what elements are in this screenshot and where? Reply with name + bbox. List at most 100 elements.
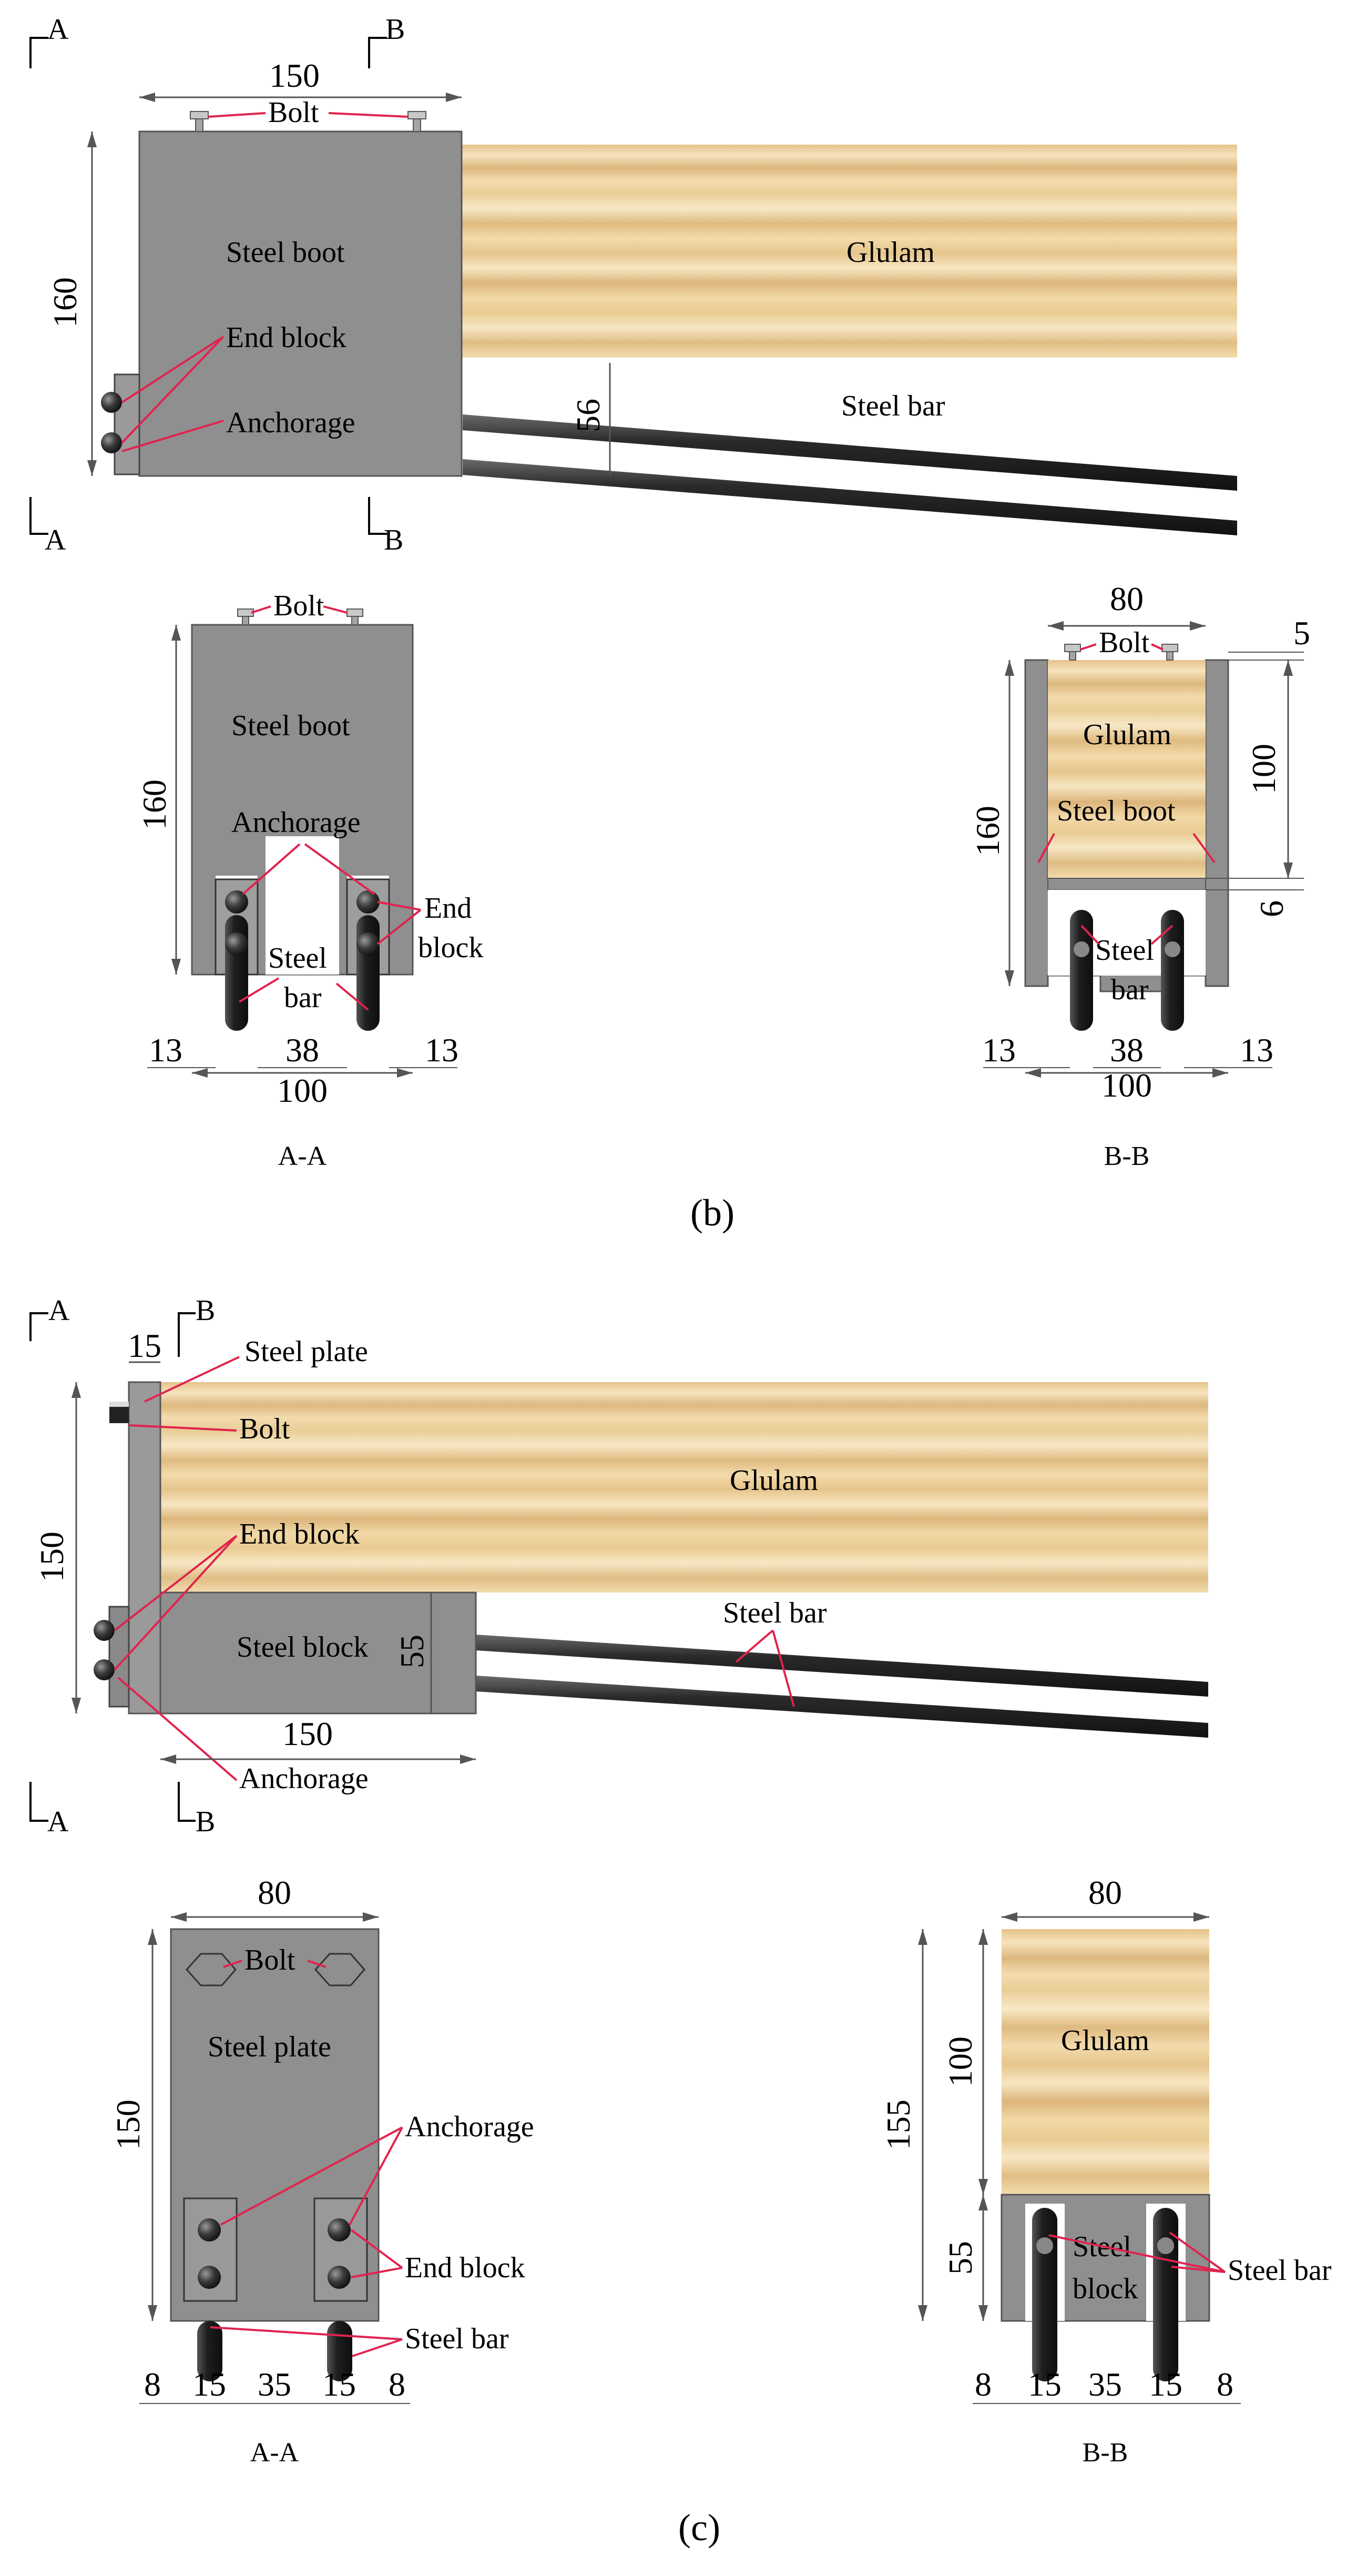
bolt-label: Bolt xyxy=(268,96,319,129)
bar-dot xyxy=(1165,941,1180,957)
bolt-shank xyxy=(351,616,359,625)
bolt-label: Bolt xyxy=(244,1944,295,1976)
glulam-section xyxy=(1048,660,1206,878)
anchorage-nut xyxy=(225,890,248,914)
steel-boot-label: Steel boot xyxy=(1057,795,1176,827)
dim-8-right: 8 xyxy=(389,2366,405,2403)
steel-bar-leaders xyxy=(735,1629,795,1707)
anchorage-label: Anchorage xyxy=(226,407,355,439)
anchorage-nut-lower xyxy=(101,432,122,453)
section-title: B-B xyxy=(1104,1141,1150,1171)
end-block xyxy=(108,1606,130,1708)
steel-bar-label-2: bar xyxy=(1111,973,1149,1006)
dim-55: 55 xyxy=(942,2241,979,2275)
steel-boot-label: Steel boot xyxy=(226,236,345,269)
section-c-bb-leaders xyxy=(1048,2232,1226,2273)
height-dim: 160 xyxy=(136,779,173,830)
width-dim: 150 xyxy=(269,57,320,94)
figure-c: A B A B Glulam Steel bar Steel block xyxy=(29,1294,1332,2549)
section-title: B-B xyxy=(1083,2438,1128,2468)
steel-block-label: Steel block xyxy=(237,1631,368,1664)
end-block-label: End block xyxy=(239,1518,360,1550)
svg-text:B: B xyxy=(385,13,405,46)
anchorage-nut xyxy=(328,2266,351,2289)
bar-dot xyxy=(1074,941,1089,957)
steel-bar-label: Steel bar xyxy=(405,2323,509,2355)
left-dim: 13 xyxy=(982,1031,1016,1069)
svg-text:B: B xyxy=(384,524,403,556)
bar-offset-dim: 56 xyxy=(569,399,607,432)
bolt-shank xyxy=(1166,651,1174,661)
steel-plate-label: Steel plate xyxy=(208,2031,331,2063)
bolt-shank xyxy=(1069,651,1076,661)
svg-text:A: A xyxy=(45,524,66,556)
steel-bar-label: Steel xyxy=(268,942,327,975)
steel-bars xyxy=(476,1635,1208,1738)
anchorage-nut xyxy=(225,932,248,956)
svg-text:A: A xyxy=(47,1806,69,1838)
anchorage-label: Anchorage xyxy=(405,2111,534,2143)
dim-100: 100 xyxy=(1245,744,1282,794)
steel-plate-label: Steel plate xyxy=(244,1335,368,1368)
steel-boot-label: Steel boot xyxy=(231,709,350,742)
section-title: A-A xyxy=(250,2438,299,2468)
glulam-beam xyxy=(462,145,1237,358)
caption-c: (c) xyxy=(678,2507,720,2549)
anchorage-label: Anchorage xyxy=(239,1762,369,1795)
steel-bars xyxy=(463,414,1237,535)
section-marker-b-bottom: B xyxy=(368,497,403,556)
section-marker-b-top: B xyxy=(178,1294,215,1357)
glulam-section xyxy=(1002,1929,1209,2195)
steel-plate xyxy=(128,1381,161,1715)
section-b-aa-leaders xyxy=(238,605,422,1011)
bolt-label: Bolt xyxy=(239,1413,290,1445)
dim-15-right: 15 xyxy=(322,2366,356,2403)
section-marker-b-top: B xyxy=(368,13,405,68)
dim-15-right: 15 xyxy=(1149,2366,1182,2403)
height-dim: 160 xyxy=(969,806,1006,856)
total-dim: 100 xyxy=(1101,1067,1152,1104)
dim-100: 100 xyxy=(942,2036,979,2087)
end-block-label: End block xyxy=(405,2252,525,2284)
bolt-shank xyxy=(242,616,249,625)
end-block-label: End block xyxy=(226,321,346,354)
end-block-label: End xyxy=(424,892,472,925)
total-dim: 100 xyxy=(277,1072,328,1109)
anchorage-nut xyxy=(356,932,380,956)
bolt-icon xyxy=(1161,644,1178,652)
bolt-hex-right-icon xyxy=(314,1953,365,1986)
bolt-right-icon xyxy=(407,111,426,132)
elevation-b-leaders xyxy=(121,336,225,452)
steel-bar-label: Steel bar xyxy=(841,390,945,422)
caption-b: (b) xyxy=(690,1192,734,1234)
steel-bar-label-2: bar xyxy=(284,981,322,1014)
block-height-dim: 55 xyxy=(393,1635,431,1668)
steel-boot-base xyxy=(1047,878,1206,890)
dim-15-left: 15 xyxy=(1028,2366,1062,2403)
steel-bar-left xyxy=(1032,2208,1057,2381)
bolt-label: Bolt xyxy=(273,590,324,622)
section-title: A-A xyxy=(278,1141,327,1171)
height-dim: 150 xyxy=(33,1532,70,1582)
height-dim: 150 xyxy=(109,2100,147,2150)
section-marker-a-top: A xyxy=(29,13,69,68)
end-block xyxy=(114,373,140,475)
dim-6: 6 xyxy=(1253,900,1290,917)
steel-bar-right xyxy=(1153,2208,1178,2381)
anchorage-nut-upper xyxy=(101,392,122,413)
bar-dot xyxy=(1036,2237,1053,2254)
steel-block-label-2: block xyxy=(1073,2273,1138,2305)
anchorage-nut xyxy=(198,2266,221,2289)
section-b-bb-leaders xyxy=(1037,643,1216,945)
bolt-leaders xyxy=(208,112,409,118)
bolt-icon xyxy=(346,608,363,617)
total-dim: 155 xyxy=(880,2100,917,2150)
section-b-bb: Bolt Glulam Steel boot Steel bar 80 160 xyxy=(969,580,1310,1171)
elevation-c-leaders xyxy=(114,1356,240,1781)
section-marker-a-bottom: A xyxy=(29,497,66,556)
right-dim: 13 xyxy=(425,1031,458,1069)
dim-35: 35 xyxy=(1088,2366,1122,2403)
svg-text:A: A xyxy=(47,13,69,46)
section-b-aa: Bolt Steel boot Anchorage End block Stee… xyxy=(136,590,483,1171)
left-dim: 13 xyxy=(149,1031,182,1069)
